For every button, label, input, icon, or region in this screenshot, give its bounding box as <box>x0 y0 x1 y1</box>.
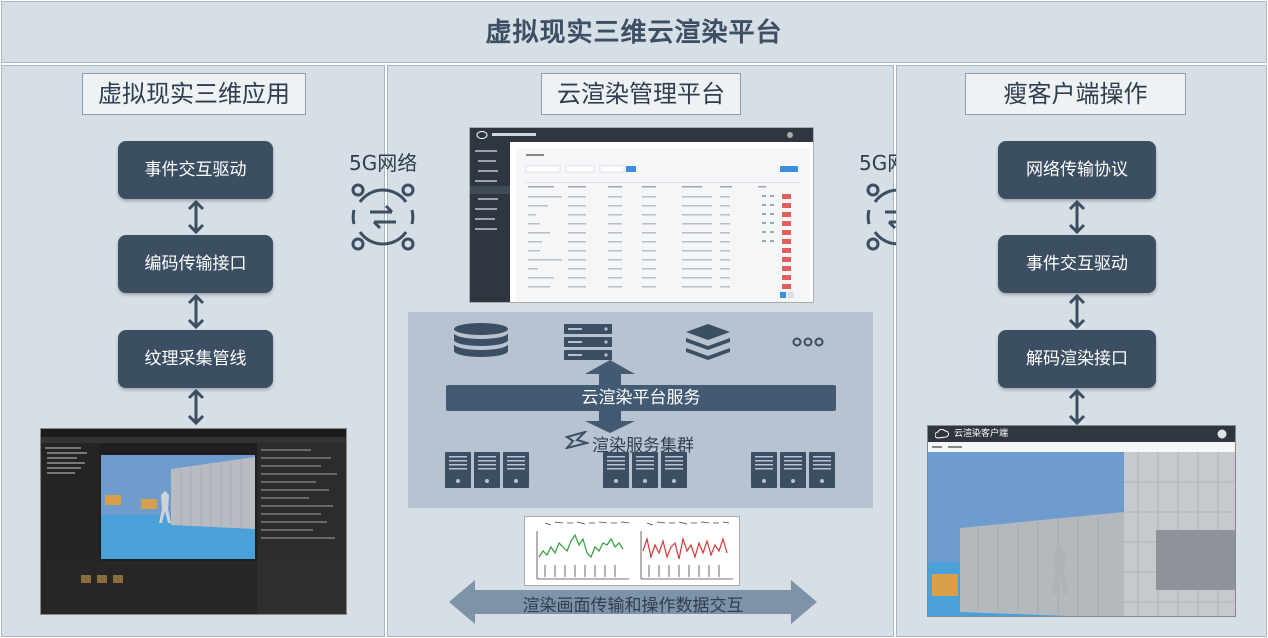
transfer-charts-image <box>524 516 740 586</box>
network-exchange-icon <box>351 183 415 251</box>
transfer-charts-drawing <box>536 521 733 580</box>
right-box-network-protocol: 网络传输协议 <box>998 141 1156 199</box>
client-avatar <box>1217 429 1227 439</box>
transfer-double-arrow <box>449 580 817 624</box>
left-arrow-3 <box>187 388 205 426</box>
right-arrow-1 <box>1068 199 1086 235</box>
right-arrow-3 <box>1068 388 1086 426</box>
management-screenshot-image <box>470 128 813 302</box>
left-box-encode-interface: 编码传输接口 <box>118 235 273 293</box>
database-icon <box>454 323 508 357</box>
client-scene <box>928 442 1235 616</box>
left-arrow-2 <box>187 293 205 330</box>
client-screenshot: 云渲染客户端 <box>927 425 1236 617</box>
client-title: 云渲染客户端 <box>954 429 1009 439</box>
service-down-arrow <box>585 411 635 433</box>
stack-icon <box>686 324 730 360</box>
service-up-arrow <box>585 360 635 386</box>
left-arrow-1 <box>187 199 205 235</box>
left-heading: 虚拟现实三维应用 <box>82 73 306 115</box>
server-tower-icon <box>445 452 529 488</box>
middle-heading: 云渲染管理平台 <box>541 73 741 115</box>
title-bar: 虚拟现实三维云渲染平台 <box>1 1 1267 63</box>
transfer-label: 渲染画面传输和操作数据交互 <box>522 596 744 616</box>
management-screenshot <box>469 127 814 303</box>
network-label-left: 5G网络 <box>349 151 418 175</box>
cluster-label: 渲染服务集群 <box>592 436 694 456</box>
editor-screenshot-image <box>41 429 346 614</box>
cloud-icon <box>564 431 589 449</box>
right-arrow-2 <box>1068 293 1086 330</box>
editor-screenshot <box>40 428 347 615</box>
more-icon <box>792 337 824 347</box>
service-bar: 云渲染平台服务 <box>446 385 836 411</box>
right-heading: 瘦客户端操作 <box>965 73 1186 115</box>
page-title: 虚拟现实三维云渲染平台 <box>485 18 783 48</box>
server-tower-icon-2 <box>603 452 687 488</box>
right-box-decode-interface: 解码渲染接口 <box>998 330 1156 388</box>
server-tower-icon-3 <box>751 452 835 488</box>
server-rack-icon <box>564 324 612 360</box>
left-box-event-driver: 事件交互驱动 <box>118 141 273 199</box>
left-box-texture-pipeline: 纹理采集管线 <box>118 330 273 388</box>
right-box-event-driver: 事件交互驱动 <box>998 235 1156 293</box>
client-cloud-icon <box>935 429 949 439</box>
client-titlebar <box>928 426 1235 442</box>
